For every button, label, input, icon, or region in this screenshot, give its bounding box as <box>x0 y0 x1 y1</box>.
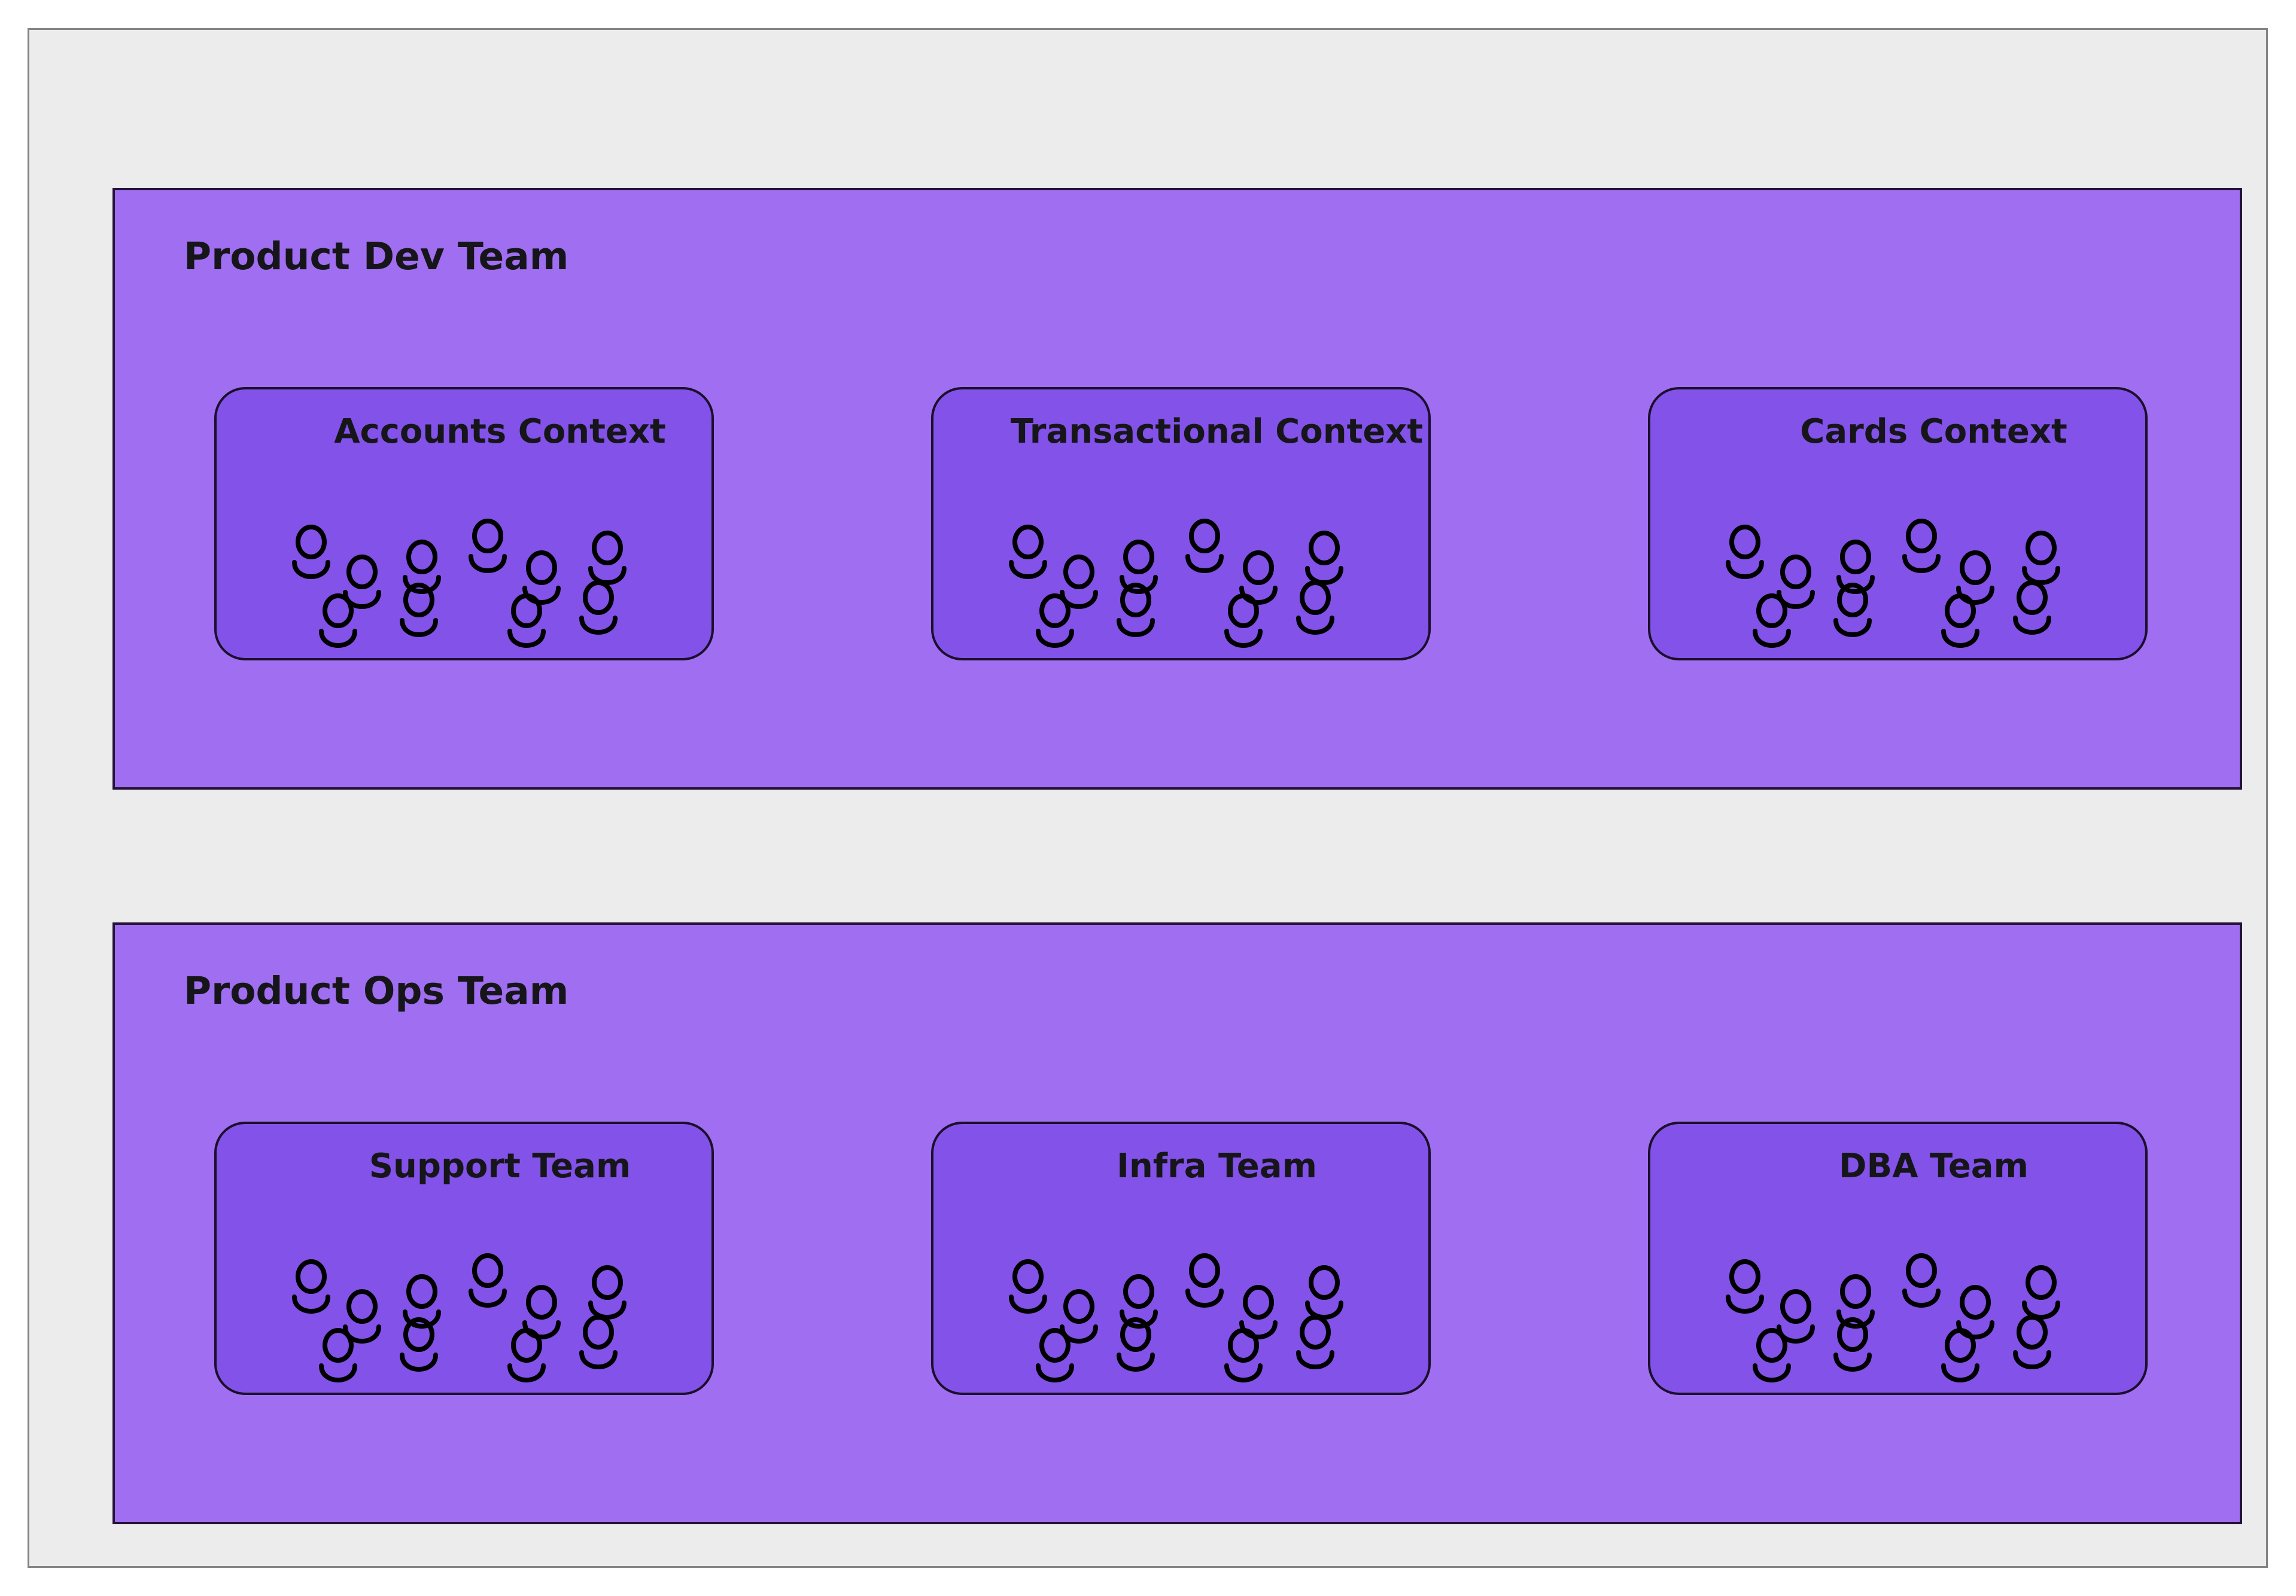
person-icon <box>1113 1317 1158 1376</box>
person-icon <box>465 1253 510 1312</box>
context-box-transactional-context[interactable]: Transactional Context <box>931 387 1431 660</box>
person-icon <box>1833 1274 1878 1333</box>
person-icon <box>1116 1274 1161 1333</box>
person-icon <box>1773 554 1818 614</box>
person-icon <box>1182 1253 1227 1312</box>
person-icon <box>1899 1253 1944 1312</box>
person-icon <box>585 530 630 590</box>
person-icon <box>1830 582 1875 642</box>
person-icon <box>1032 1327 1078 1387</box>
person-icon <box>504 593 549 653</box>
person-icon <box>1116 539 1161 599</box>
person-icon <box>339 554 385 614</box>
person-icon <box>1236 550 1281 610</box>
team-group-product-ops-team[interactable]: Product Ops Team Support Team Infra Team… <box>112 922 2242 1524</box>
person-icon <box>288 524 334 584</box>
person-icon <box>396 582 442 642</box>
person-icon <box>1293 580 1338 639</box>
person-icon <box>585 1265 630 1324</box>
person-icon <box>1722 524 1768 584</box>
person-icon <box>504 1327 549 1387</box>
context-box-label-cards-context: Cards Context <box>1800 412 2067 451</box>
person-icon <box>1056 1289 1102 1348</box>
person-icon <box>399 539 445 599</box>
team-group-label-product-dev-team: Product Dev Team <box>184 234 569 278</box>
person-icon <box>339 1289 385 1348</box>
person-icon <box>1301 530 1347 590</box>
context-box-label-dba-team: DBA Team <box>1839 1147 2029 1186</box>
person-icon <box>1953 550 1998 610</box>
person-icon <box>1113 582 1158 642</box>
person-icon <box>396 1317 442 1376</box>
person-icon <box>1301 1265 1347 1324</box>
person-icon <box>576 1314 621 1374</box>
person-icon <box>1938 1327 1983 1387</box>
person-icon <box>1005 524 1051 584</box>
context-box-accounts-context[interactable]: Accounts Context <box>214 387 714 660</box>
person-icon <box>519 1284 564 1344</box>
person-icon <box>576 580 621 639</box>
person-icon <box>1833 539 1878 599</box>
person-icon <box>1221 593 1266 653</box>
context-box-label-transactional-context: Transactional Context <box>1010 412 1424 451</box>
person-icon <box>1953 1284 1998 1344</box>
person-icon <box>1005 1259 1051 1318</box>
person-icon <box>1032 593 1078 653</box>
person-icon <box>2009 1314 2055 1374</box>
context-box-label-accounts-context: Accounts Context <box>334 412 666 451</box>
team-group-product-dev-team[interactable]: Product Dev Team Accounts Context Transa… <box>112 188 2242 790</box>
context-box-cards-context[interactable]: Cards Context <box>1648 387 2148 660</box>
person-icon <box>1182 518 1227 578</box>
person-icon <box>315 1327 361 1387</box>
person-icon <box>1056 554 1102 614</box>
person-icon <box>465 518 510 578</box>
person-icon <box>1236 1284 1281 1344</box>
person-icon <box>2009 580 2055 639</box>
person-icon <box>288 1259 334 1318</box>
person-icon <box>1722 1259 1768 1318</box>
person-icon <box>1293 1314 1338 1374</box>
person-icon <box>2018 1265 2064 1324</box>
person-icon <box>1749 593 1795 653</box>
context-box-label-support-team: Support Team <box>369 1147 631 1186</box>
person-icon <box>1938 593 1983 653</box>
person-icon <box>2018 530 2064 590</box>
context-box-support-team[interactable]: Support Team <box>214 1122 714 1395</box>
person-icon <box>1899 518 1944 578</box>
context-box-dba-team[interactable]: DBA Team <box>1648 1122 2148 1395</box>
person-icon <box>1830 1317 1875 1376</box>
person-icon <box>315 593 361 653</box>
person-icon <box>519 550 564 610</box>
person-icon <box>1221 1327 1266 1387</box>
person-icon <box>1773 1289 1818 1348</box>
team-group-label-product-ops-team: Product Ops Team <box>184 969 569 1013</box>
context-box-infra-team[interactable]: Infra Team <box>931 1122 1431 1395</box>
diagram-outer-frame: Product Dev Team Accounts Context Transa… <box>28 28 2268 1568</box>
context-box-label-infra-team: Infra Team <box>1117 1147 1317 1186</box>
person-icon <box>399 1274 445 1333</box>
person-icon <box>1749 1327 1795 1387</box>
